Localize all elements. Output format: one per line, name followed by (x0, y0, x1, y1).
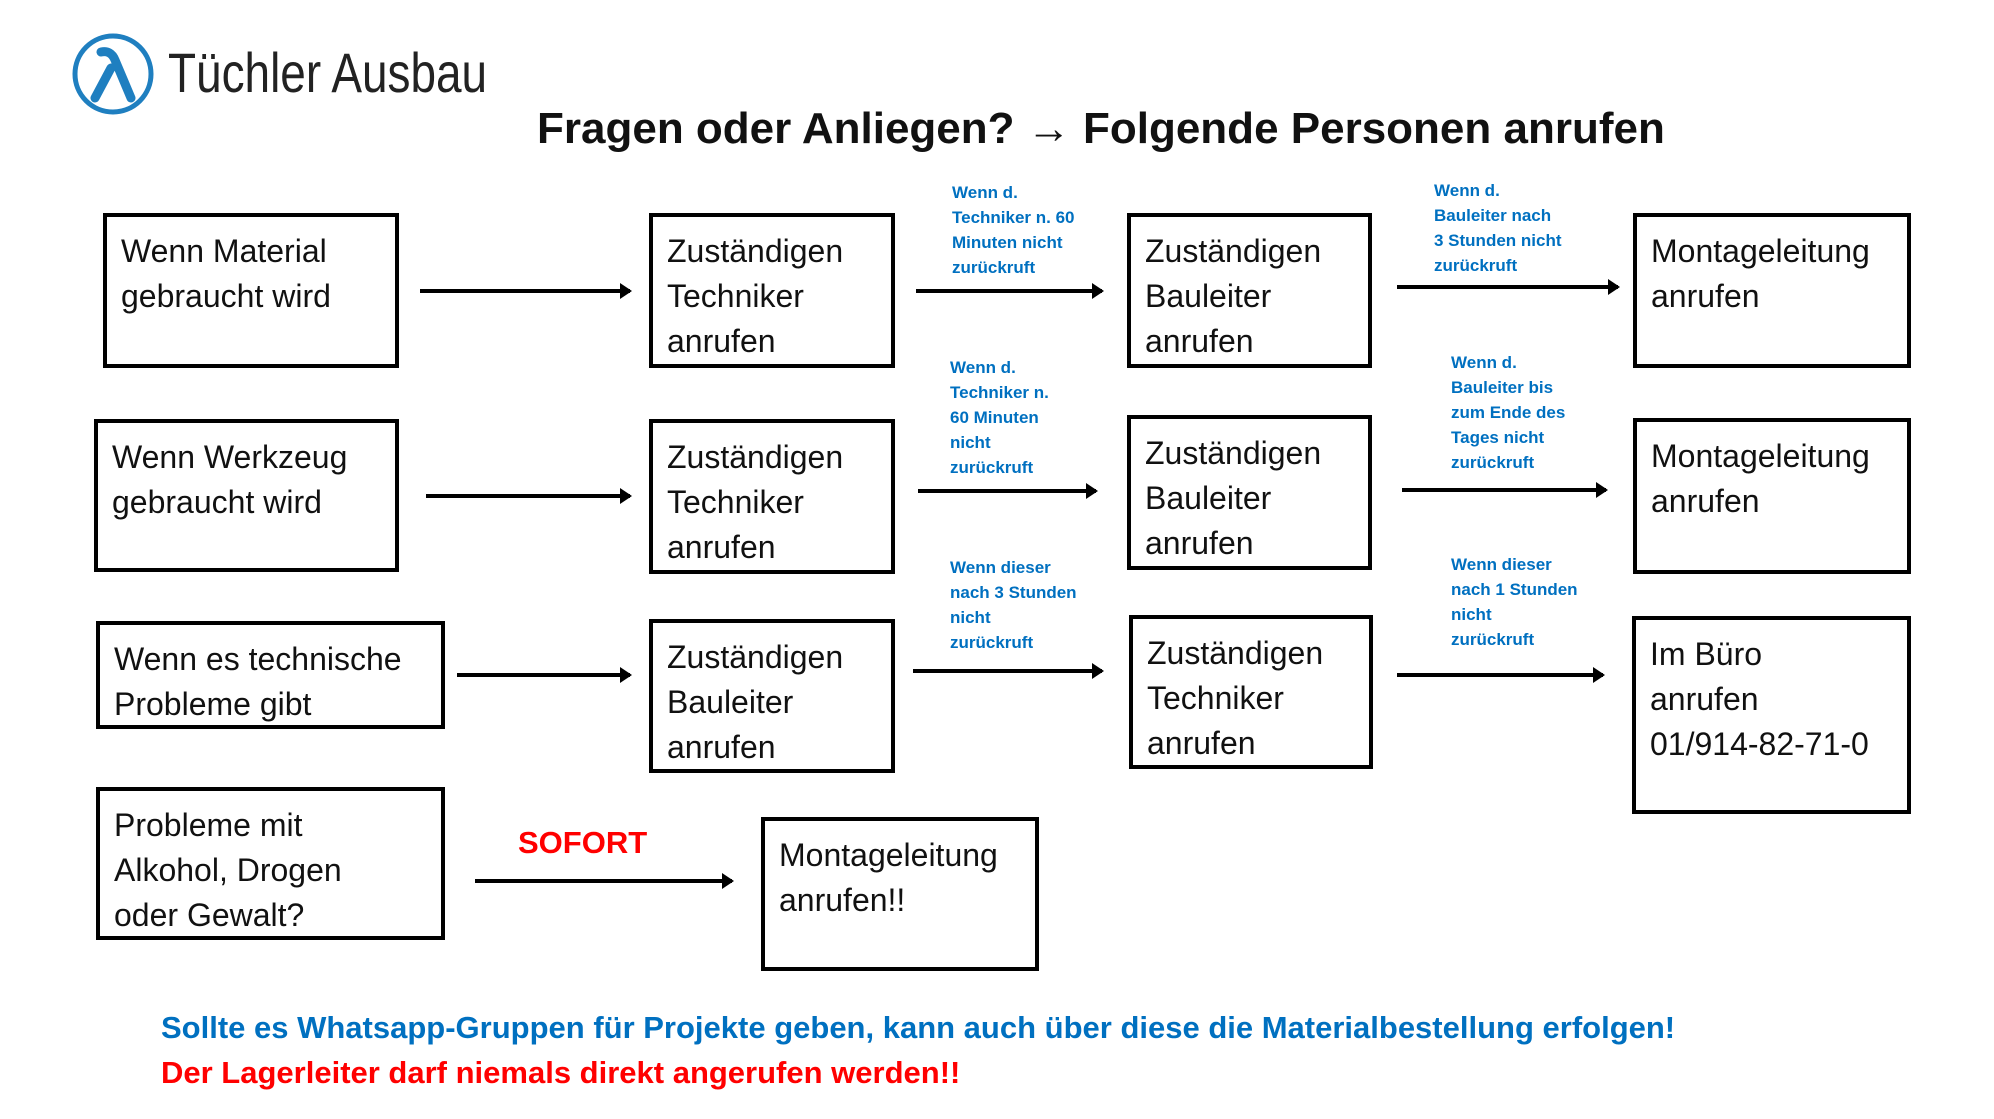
arrow (1397, 667, 1605, 683)
logo-text: Tüchler Ausbau (168, 41, 488, 104)
step-techniker: Zuständigen Techniker anrufen (649, 213, 895, 368)
step-montageleitung: Montageleitung anrufen (1633, 213, 1911, 368)
step-techniker: Zuständigen Techniker anrufen (649, 419, 895, 574)
step-bauleiter: Zuständigen Bauleiter anrufen (1127, 213, 1372, 368)
trigger-material: Wenn Material gebraucht wird (103, 213, 399, 368)
condition-label: Wenn dieser nach 3 Stunden nicht zurückr… (950, 558, 1077, 652)
trigger-werkzeug: Wenn Werkzeug gebraucht wird (94, 419, 399, 572)
footer-lagerleiter-warning: Der Lagerleiter darf niemals direkt ange… (161, 1055, 961, 1090)
step-montageleitung: Montageleitung anrufen (1633, 418, 1911, 574)
logo (71, 32, 155, 116)
condition-label: Wenn d. Bauleiter nach 3 Stunden nicht z… (1434, 181, 1562, 275)
condition-label: Wenn d. Techniker n. 60 Minuten nicht zu… (952, 183, 1075, 277)
step-bauleiter: Zuständigen Bauleiter anrufen (649, 619, 895, 773)
trigger-technische-probleme: Wenn es technische Probleme gibt (96, 621, 445, 729)
arrow (913, 663, 1104, 679)
arrow (918, 483, 1098, 499)
arrow (916, 283, 1104, 299)
condition-label: Wenn d. Techniker n. 60 Minuten nicht zu… (950, 358, 1049, 477)
arrow (426, 488, 632, 504)
sofort-label: SOFORT (518, 825, 648, 860)
step-techniker: Zuständigen Techniker anrufen (1129, 615, 1373, 769)
arrow (1402, 482, 1608, 498)
condition-label: Wenn dieser nach 1 Stunden nicht zurückr… (1451, 555, 1578, 649)
arrow (420, 283, 632, 299)
step-buero: Im Büro anrufen 01/914-82-71-0 (1632, 616, 1911, 814)
arrow (475, 873, 734, 889)
arrow (457, 667, 632, 683)
condition-label: Wenn d. Bauleiter bis zum Ende des Tages… (1451, 353, 1566, 472)
step-montageleitung-sofort: Montageleitung anrufen!! (761, 817, 1039, 971)
trigger-alkohol-drogen-gewalt: Probleme mit Alkohol, Drogen oder Gewalt… (96, 787, 445, 940)
step-bauleiter: Zuständigen Bauleiter anrufen (1127, 415, 1372, 570)
footer-whatsapp-note: Sollte es Whatsapp-Gruppen für Projekte … (161, 1010, 1676, 1045)
lambda-logo-icon (72, 33, 154, 115)
arrow (1397, 279, 1620, 295)
page-title: Fragen oder Anliegen? → Folgende Persone… (537, 104, 1665, 153)
